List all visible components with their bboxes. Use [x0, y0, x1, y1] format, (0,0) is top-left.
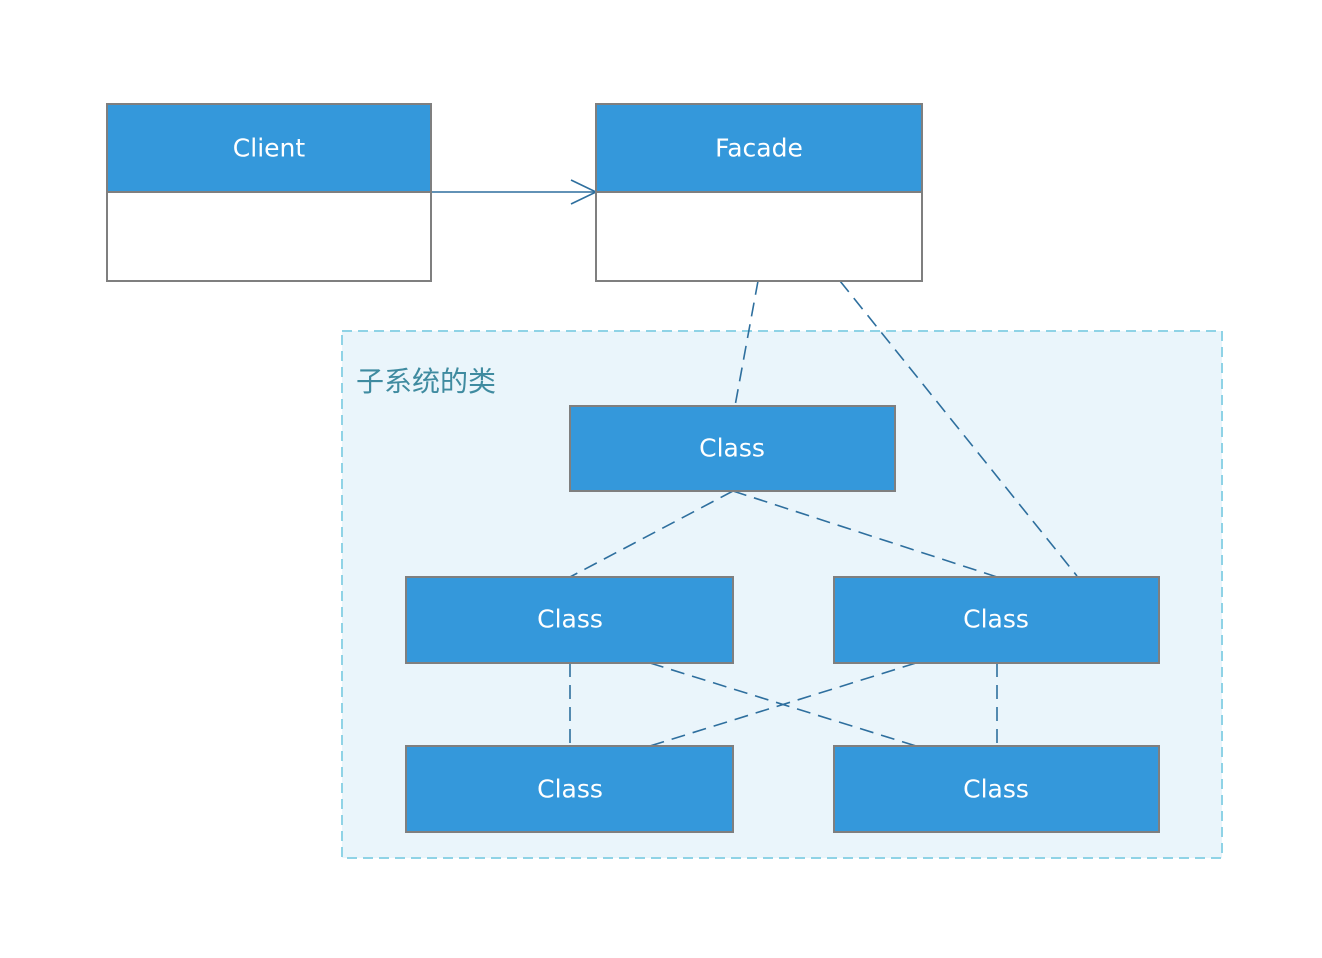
- edge-facade-class-mid-right: [839, 280, 1078, 577]
- class-top-label: Class: [699, 434, 765, 463]
- class-top-box: [569, 405, 896, 492]
- edge-class-top-class-mid-right: [732, 490, 998, 578]
- class-mid-right: Class: [833, 576, 1160, 664]
- subsystem-label: 子系统的类: [356, 365, 496, 398]
- edge-mid-right-bottom-left: [649, 662, 917, 747]
- class-bottom-right: Class: [833, 745, 1160, 833]
- edge-class-top-class-mid-left: [569, 490, 734, 578]
- class-mid-left-box: [405, 576, 734, 664]
- class-mid-right-box: [833, 576, 1160, 664]
- facade-header: [595, 103, 923, 193]
- class-bottom-right-box: [833, 745, 1160, 833]
- class-bottom-right-label: Class: [963, 775, 1029, 804]
- client-label: Client: [233, 134, 306, 163]
- facade-class: Facade: [595, 103, 923, 282]
- client-header: [106, 103, 432, 193]
- connectors: [431, 179, 1078, 747]
- class-mid-right-label: Class: [963, 605, 1029, 634]
- class-bottom-left-box: [405, 745, 734, 833]
- class-bottom-left: Class: [405, 745, 734, 833]
- class-mid-left-label: Class: [537, 605, 603, 634]
- class-mid-left: Class: [405, 576, 734, 664]
- class-top: Class: [569, 405, 896, 492]
- class-bottom-left-label: Class: [537, 775, 603, 804]
- facade-label: Facade: [715, 134, 803, 163]
- client-class: Client: [106, 103, 432, 282]
